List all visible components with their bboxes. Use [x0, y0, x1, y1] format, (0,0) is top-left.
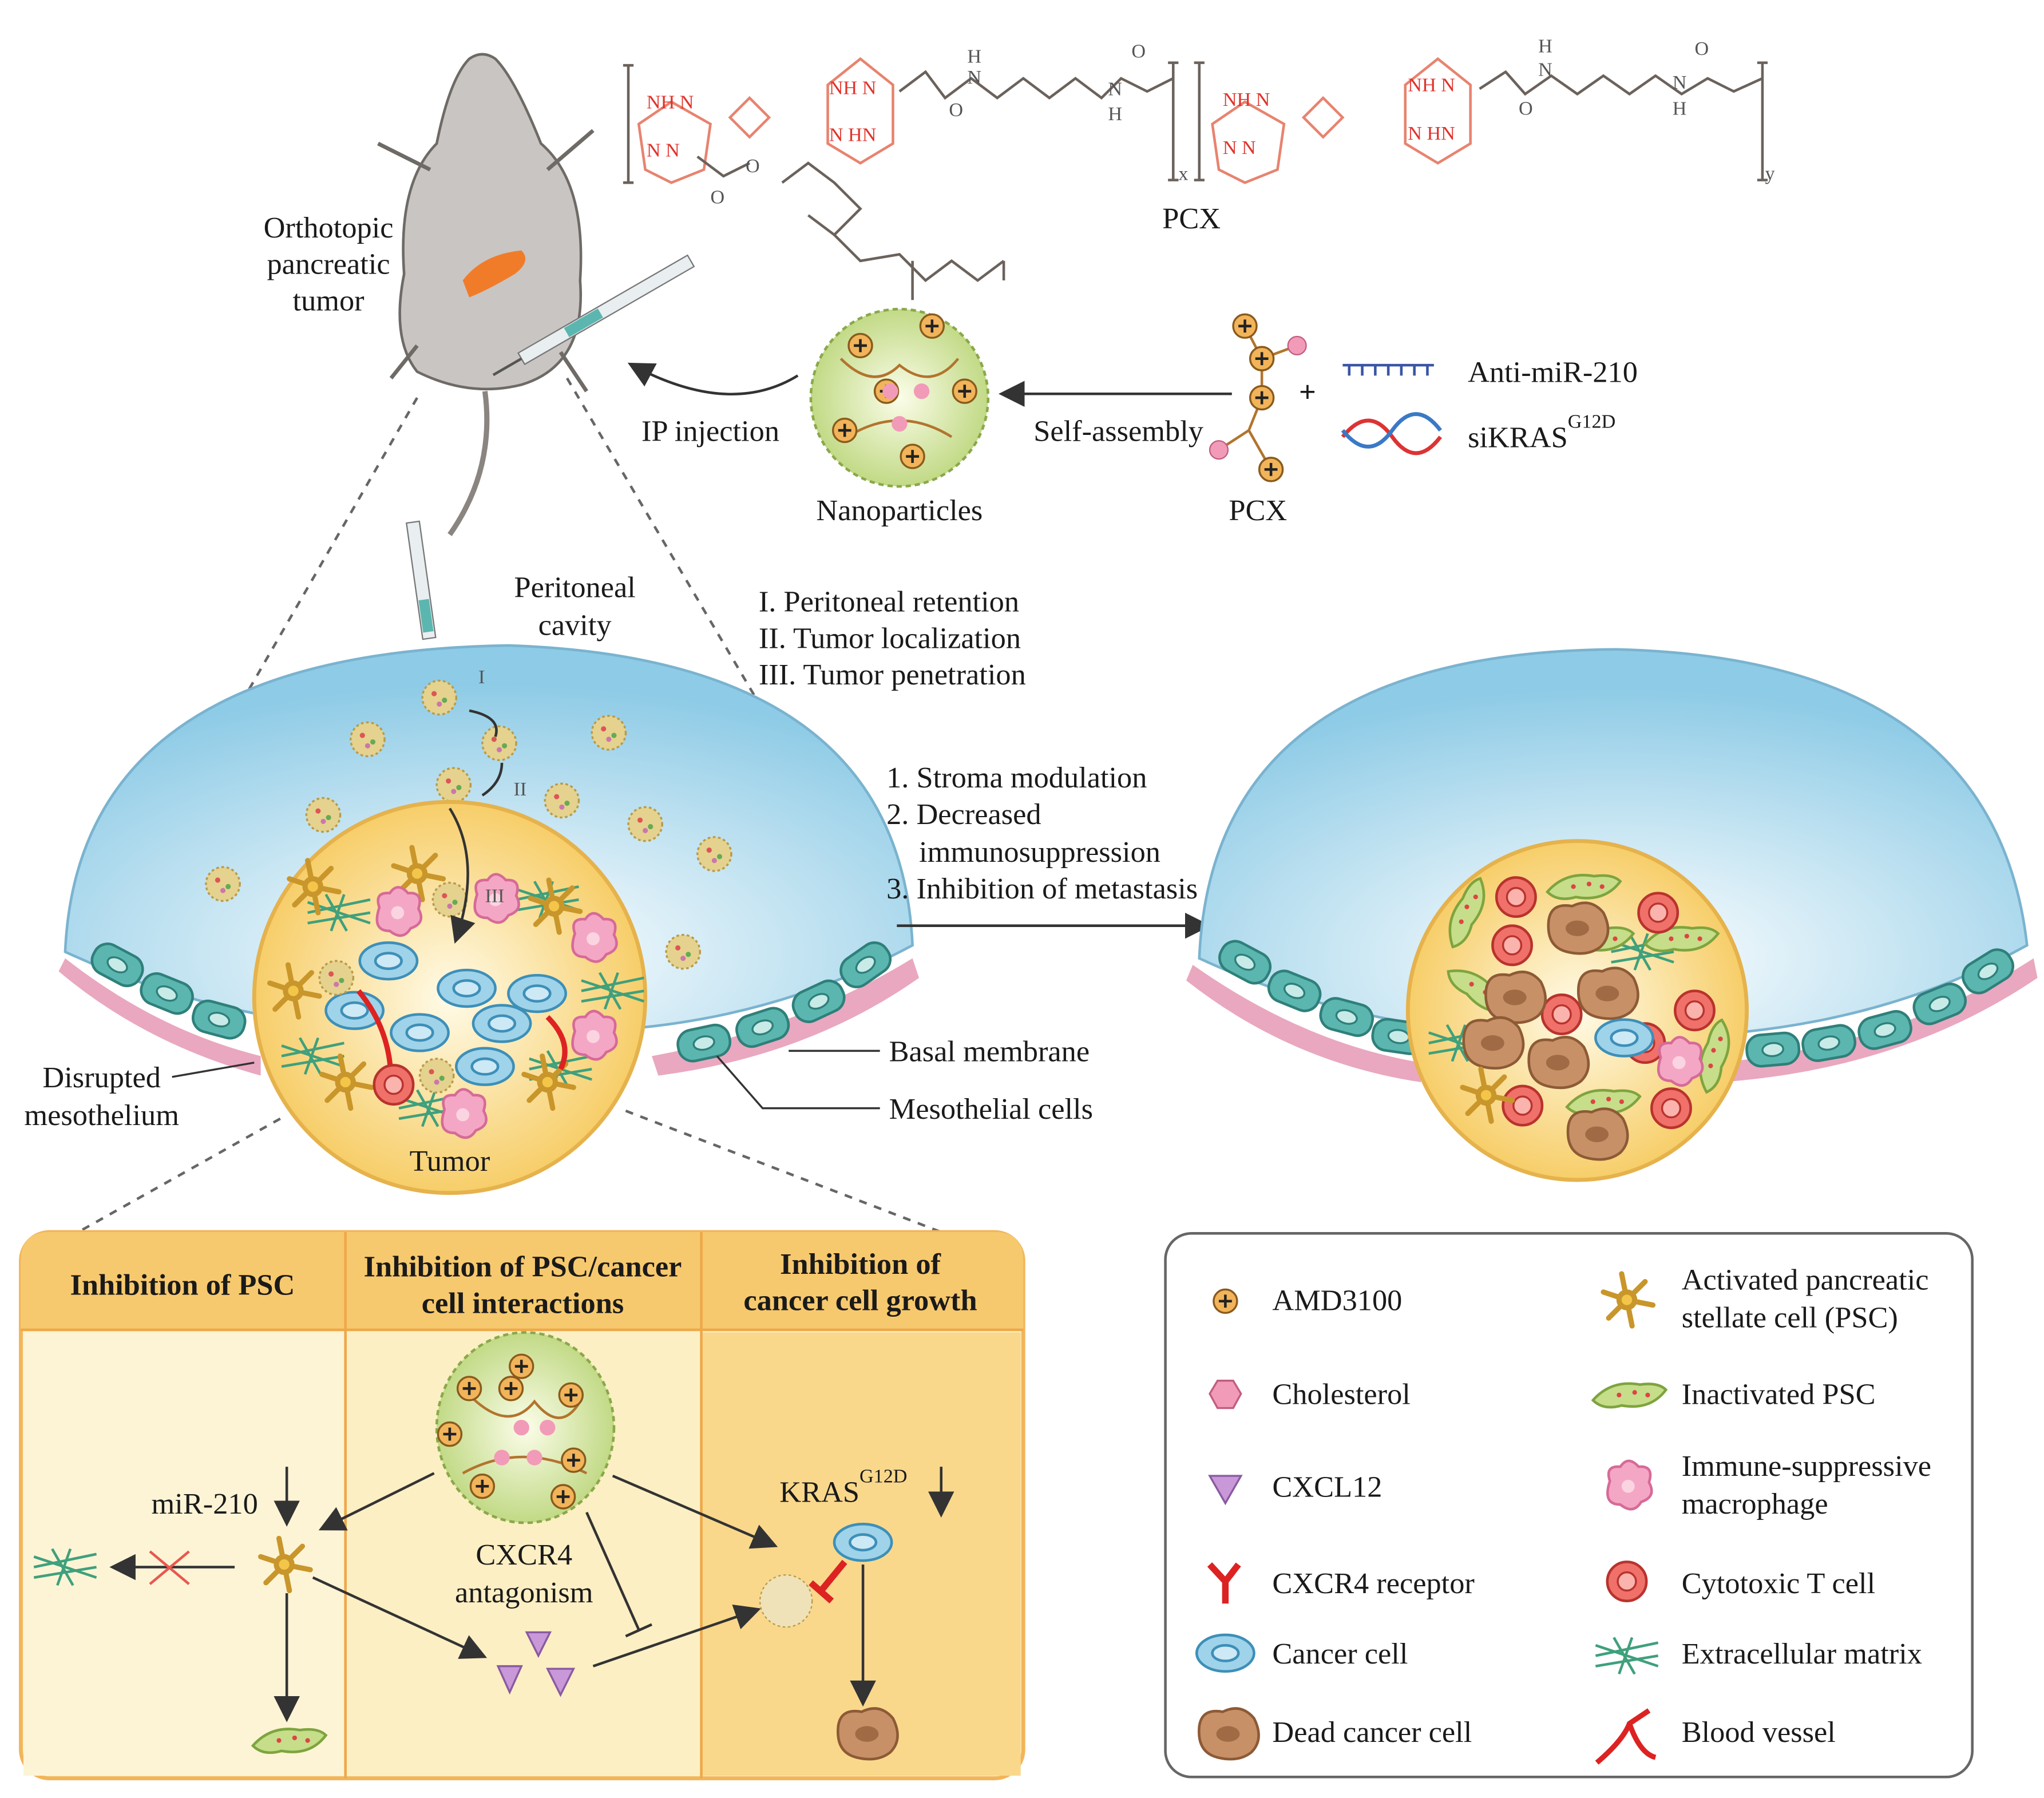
basal-membrane-label: Basal membrane [889, 1035, 1090, 1068]
header-inhibition-psc: Inhibition of PSC [70, 1268, 295, 1301]
mouse-illustration [377, 53, 695, 536]
syringe-icon [492, 254, 695, 377]
svg-text:H: H [1108, 104, 1122, 125]
svg-text:N HN: N HN [1408, 123, 1455, 144]
penetration-arrows [450, 709, 504, 939]
svg-text:y: y [1765, 164, 1774, 185]
mechanism-arrows [109, 1467, 954, 1722]
nanoparticles-label: Nanoparticles [816, 494, 983, 527]
dead-cancer-cell-panel-icon [838, 1708, 897, 1759]
mechanism-panel [19, 1230, 1025, 1780]
pancreatic-tumor-icon [462, 250, 526, 298]
cholesterol-icon [1209, 1380, 1242, 1409]
svg-text:N: N [967, 67, 981, 88]
svg-text:NH N: NH N [647, 92, 694, 113]
panel-guide-lines [77, 1110, 942, 1234]
pcx-title: PCX [1162, 202, 1221, 235]
disrupted-pointer [172, 1062, 255, 1078]
svg-text:H: H [967, 46, 981, 68]
svg-text:N: N [1673, 72, 1687, 93]
blood-vessel-icon [1595, 1708, 1657, 1765]
cancer-cell-panel-icon [834, 1524, 892, 1561]
tumor-left [252, 799, 648, 1195]
cxcr4-receptor-panel-icon [809, 1559, 847, 1604]
legend-labels-left: AMD3100 Cholesterol CXCL12 CXCR4 recepto… [1272, 1284, 1482, 1749]
ip-injection-label: IP injection [641, 414, 779, 447]
dead-cancer-cell-icon [1199, 1708, 1258, 1759]
svg-text:O: O [746, 156, 760, 177]
svg-text:NH N: NH N [829, 77, 877, 98]
inhibition-cross-icon [149, 1550, 190, 1585]
cxcl12-icon [1208, 1475, 1243, 1506]
svg-text:x: x [1178, 164, 1188, 185]
svg-text:H: H [1538, 35, 1552, 57]
svg-text:O: O [1694, 38, 1709, 60]
legend-labels-right: Activated pancreatic stellate cell (PSC)… [1682, 1263, 1939, 1748]
nanoparticle-large [809, 307, 990, 488]
anti-mir-210-label: Anti-miR-210 [1468, 356, 1638, 389]
label-pointers [716, 1050, 880, 1110]
cxcr4-receptor-icon [1207, 1562, 1241, 1604]
pcx-molecule-icon [1209, 314, 1307, 481]
peritoneal-dome-right [1186, 648, 2038, 1182]
legend-icons [1197, 1274, 1666, 1765]
sikras-label: siKRASG12D [1468, 411, 1615, 454]
svg-text:N: N [1108, 79, 1122, 100]
plus-sign: + [1299, 375, 1316, 409]
cancer-cell-icon [1197, 1635, 1254, 1672]
legend-box [1164, 1232, 1974, 1779]
svg-text:NH N: NH N [1408, 75, 1455, 96]
svg-text:N N: N N [1223, 137, 1256, 159]
svg-text:O: O [1131, 41, 1146, 62]
svg-text:N HN: N HN [829, 124, 877, 145]
pcx-label: PCX [1229, 494, 1287, 527]
self-assembly-label: Self-assembly [1033, 414, 1203, 447]
syringe-cavity-icon [405, 520, 437, 640]
anti-mir-210-icon [1342, 363, 1434, 376]
kras-label: KRASG12D [779, 1466, 907, 1508]
cytotoxic-t-cell-icon [1607, 1562, 1646, 1601]
sikras-icon [1341, 412, 1442, 456]
svg-text:NH N: NH N [1223, 89, 1270, 110]
mesothelial-cells-label: Mesothelial cells [889, 1092, 1093, 1126]
svg-text:N: N [1538, 59, 1552, 80]
amd3100-icon [1214, 1289, 1237, 1313]
svg-text:H: H [1673, 98, 1687, 120]
svg-text:O: O [1519, 98, 1533, 120]
svg-text:O: O [711, 187, 725, 208]
ip-injection-arrow [627, 362, 799, 396]
nanoparticle-panel-small [759, 1574, 813, 1628]
mir-210-label: miR-210 [152, 1487, 258, 1520]
svg-text:N N: N N [647, 140, 680, 161]
cxcl12-panel-icons [496, 1631, 576, 1697]
panel-nanoparticle [435, 1331, 616, 1524]
tumor-label: Tumor [410, 1144, 490, 1178]
svg-text:O: O [949, 100, 963, 121]
pcx-chemical-structure: NH N N N NH N N HN NH N N N NH N N HN H … [623, 35, 1775, 300]
